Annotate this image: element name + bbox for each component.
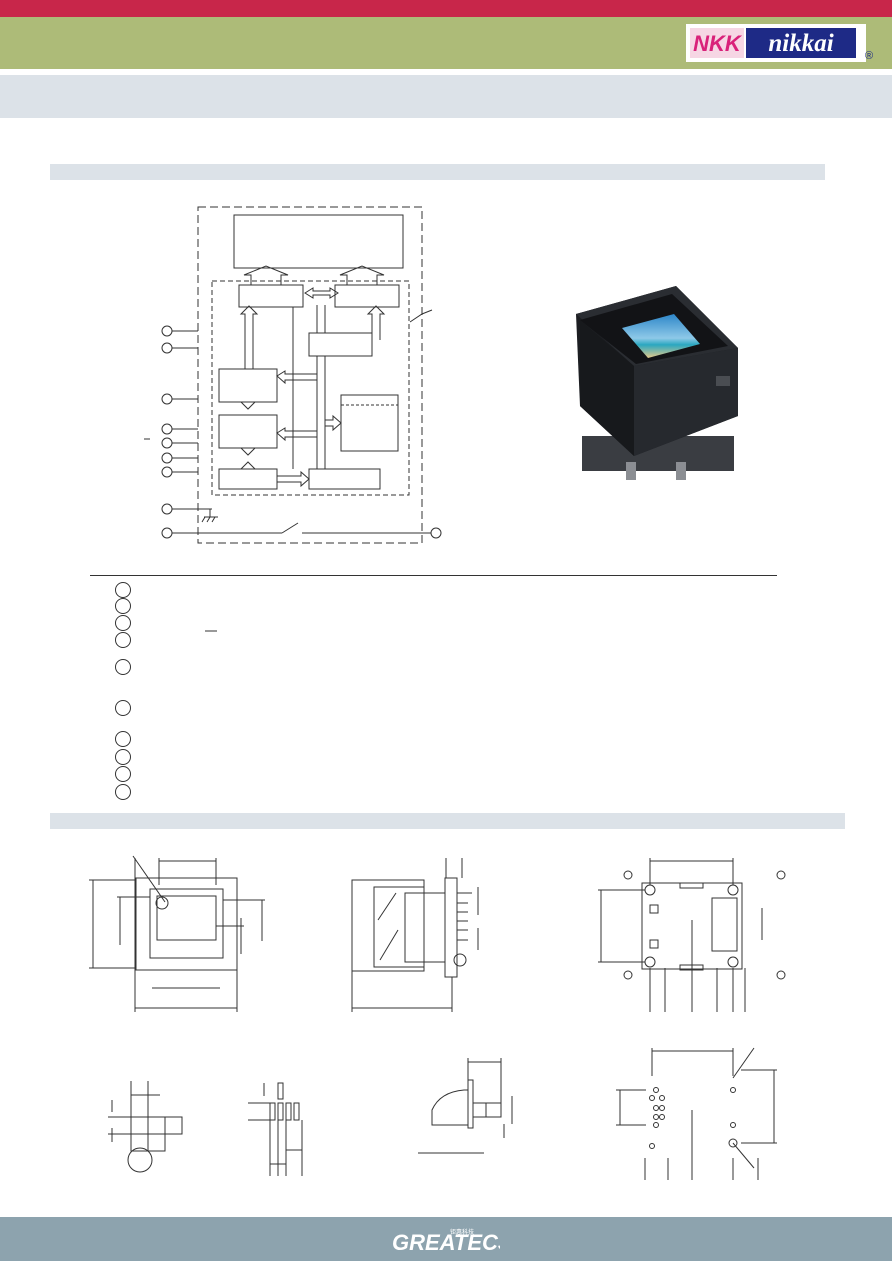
back-view bbox=[598, 858, 786, 1012]
memory-block-b bbox=[218, 414, 278, 449]
pin-number-circle bbox=[115, 700, 131, 716]
section-bar-block-diagram bbox=[50, 164, 825, 180]
greatecs-logo-tagline: 钜惠科技 bbox=[450, 1228, 474, 1236]
bus-arrow-io-link bbox=[240, 447, 256, 470]
bus-arrow-to-memory-b bbox=[276, 427, 318, 442]
pin-number-circle bbox=[115, 659, 131, 675]
footer-band bbox=[0, 1217, 892, 1261]
terminal-circle bbox=[161, 325, 173, 337]
driver-block-left bbox=[238, 284, 304, 308]
pin-pitch-view bbox=[248, 1082, 303, 1176]
pin-number-circle bbox=[115, 632, 131, 648]
pin-number-circle bbox=[115, 598, 131, 614]
terminal-circle bbox=[161, 503, 173, 515]
outer-dashed-frame bbox=[197, 206, 423, 544]
nkk-logo-mark: NKK bbox=[690, 28, 744, 58]
terminal-circle-right bbox=[430, 527, 442, 539]
side-view bbox=[351, 858, 479, 1012]
registered-mark: ® bbox=[865, 50, 874, 62]
front-view bbox=[89, 855, 265, 1012]
panel-cutout-side-view bbox=[418, 1058, 513, 1154]
terminal-circle bbox=[161, 452, 173, 464]
bus-arrow-horizontal-top bbox=[304, 287, 339, 299]
pin-list-rule bbox=[90, 575, 777, 576]
controller-block bbox=[308, 332, 373, 357]
title-band bbox=[0, 75, 892, 118]
pin-number-circle bbox=[115, 615, 131, 631]
io-block bbox=[218, 468, 278, 490]
pin-number-circle bbox=[115, 749, 131, 765]
bus-arrow-up-left bbox=[243, 265, 289, 285]
bus-arrow-up-right bbox=[339, 265, 385, 285]
greatecs-logo[interactable]: GREATECS 钜惠科技 bbox=[388, 1226, 500, 1254]
controller-dashed-frame bbox=[211, 280, 410, 496]
switch-contact-icon bbox=[281, 522, 299, 534]
bus-arrow-right-up bbox=[366, 305, 386, 340]
dimension-drawings bbox=[89, 855, 786, 1180]
bus-line-controller bbox=[316, 305, 326, 333]
bus-arrow-vertical bbox=[239, 305, 259, 369]
greatecs-logo-text: GREATECS bbox=[392, 1230, 500, 1254]
bus-arrow-to-memory-a bbox=[276, 370, 318, 385]
nkk-logo-text: NKK bbox=[693, 31, 743, 56]
block-diagram bbox=[144, 206, 442, 544]
terminal-circle bbox=[161, 423, 173, 435]
pad-layout-view bbox=[108, 1081, 183, 1173]
pin-number-circle bbox=[115, 582, 131, 598]
terminal-circle bbox=[161, 393, 173, 405]
nikkai-logo-text: nikkai bbox=[768, 30, 833, 57]
terminal-circle bbox=[161, 466, 173, 478]
section-bar-dimensions bbox=[50, 813, 845, 829]
pin-number-circle bbox=[115, 731, 131, 747]
nikkai-logo-wordmark: nikkai bbox=[746, 28, 856, 58]
memory-block-a bbox=[218, 368, 278, 403]
top-stripe bbox=[0, 0, 892, 17]
terminal-circle bbox=[161, 342, 173, 354]
terminal-circle bbox=[161, 437, 173, 449]
ground-icon bbox=[201, 509, 218, 523]
pin-number-circle bbox=[115, 784, 131, 800]
bus-arrow-io-interface bbox=[277, 470, 310, 488]
overbar-mark bbox=[205, 630, 217, 632]
interface-block bbox=[308, 468, 381, 490]
ram-block bbox=[340, 394, 399, 452]
bus-arrow-memory-link bbox=[240, 401, 256, 410]
bus-main-vertical bbox=[316, 356, 326, 469]
leader-line bbox=[409, 309, 433, 323]
mounting-hole-view bbox=[616, 1047, 777, 1180]
pin-number-circle bbox=[115, 766, 131, 782]
bus-arrow-to-ram bbox=[325, 414, 342, 432]
terminal-circle bbox=[161, 527, 173, 539]
nkk-nikkai-logo[interactable]: NKK nikkai bbox=[686, 24, 866, 62]
lcd-block bbox=[233, 214, 404, 269]
illuminated-lcd-switch-photo bbox=[576, 286, 738, 480]
driver-block-right bbox=[334, 284, 400, 308]
